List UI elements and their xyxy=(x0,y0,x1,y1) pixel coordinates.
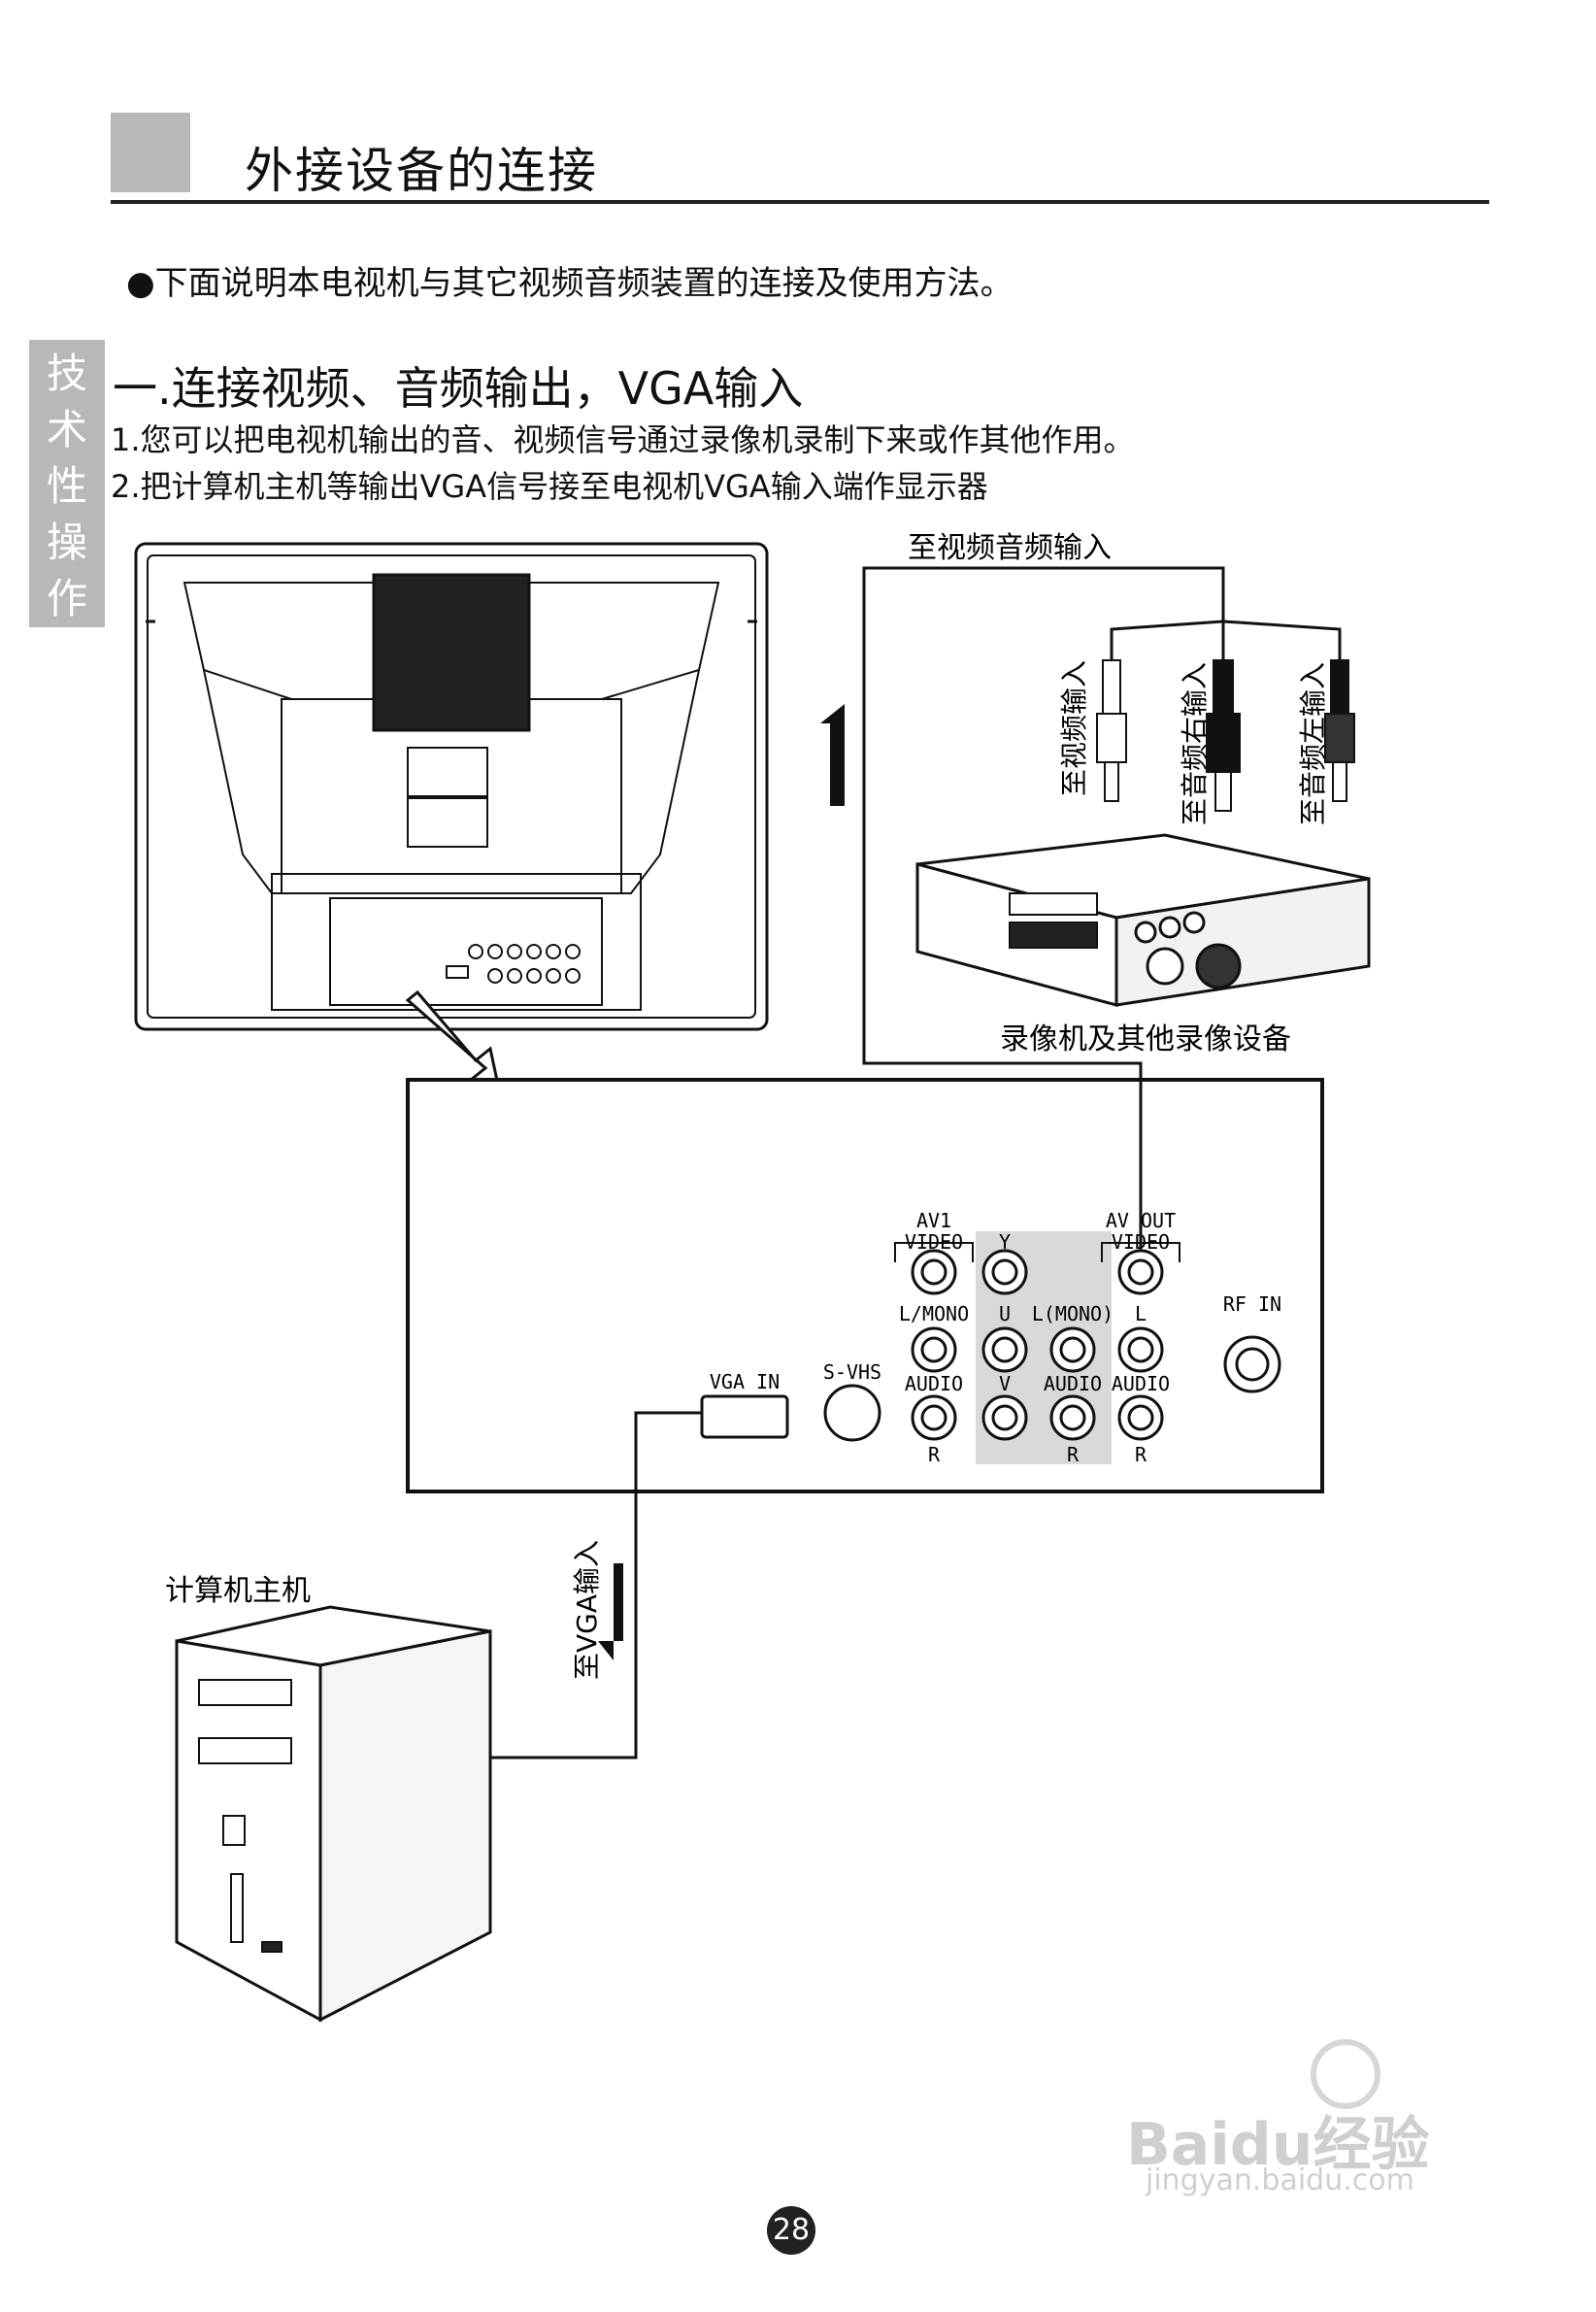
intro-text: ●下面说明本电视机与其它视频音频装置的连接及使用方法。 xyxy=(126,264,1014,303)
page-number: 28 xyxy=(767,2206,815,2255)
label-v: V xyxy=(999,1372,1011,1395)
label-audio: AUDIO xyxy=(905,1372,963,1395)
side-tab-char: 性 xyxy=(46,462,87,510)
side-tab-char: 作 xyxy=(46,575,87,622)
rca-plugs xyxy=(1096,659,1355,812)
side-tab-char: 术 xyxy=(46,406,87,453)
tv-rear-illustration xyxy=(134,542,769,1031)
jack-group xyxy=(823,1249,1281,1442)
label-rf-in: RF IN xyxy=(1223,1292,1281,1316)
label-l-mono: L/MONO xyxy=(899,1302,969,1325)
tv-vent-grille xyxy=(372,573,531,732)
side-tab: 技 术 性 操 作 xyxy=(29,340,105,627)
tv-mini-jacks xyxy=(446,944,581,984)
paw-icon xyxy=(1311,2039,1380,2109)
label-y: Y xyxy=(999,1230,1011,1254)
title-rule xyxy=(111,200,1489,204)
label-r: R xyxy=(1067,1443,1080,1466)
label-l: L xyxy=(1135,1302,1147,1325)
side-tab-char: 操 xyxy=(46,519,87,566)
label-audio: AUDIO xyxy=(1112,1372,1170,1395)
label-l-mono-paren: L(MONO) xyxy=(1032,1302,1114,1325)
computer-illustration xyxy=(175,1605,492,2023)
plug-label-video: 至视频输入 xyxy=(1058,660,1090,796)
label-r: R xyxy=(1135,1443,1147,1466)
av-output-wiring xyxy=(862,566,1342,1251)
to-vga-input-label: 至VGA输入 xyxy=(571,1540,603,1680)
vga-connector xyxy=(700,1394,789,1439)
side-tab-char: 技 xyxy=(46,350,87,397)
vga-cable xyxy=(490,1411,702,1759)
section-heading: 一.连接视频、音频输出，VGA输入 xyxy=(113,362,804,415)
step-marker-text: 1 xyxy=(0,0,1,1)
label-vga-in: VGA IN xyxy=(710,1370,780,1393)
vcr-illustration xyxy=(915,833,1371,1007)
label-audio: AUDIO xyxy=(1044,1372,1102,1395)
title-block xyxy=(111,113,190,192)
label-r: R xyxy=(928,1443,941,1466)
step-marker-arrow xyxy=(820,704,845,806)
av1-bracket xyxy=(894,1242,974,1262)
page-title: 外接设备的连接 xyxy=(245,143,598,199)
label-u: U xyxy=(999,1302,1011,1325)
vcr-label: 录像机及其他录像设备 xyxy=(1000,1022,1291,1056)
to-av-input-label: 至视频音频输入 xyxy=(908,531,1112,565)
label-s-vhs: S-VHS xyxy=(823,1360,881,1384)
plug-label-audio-right: 至音频右输入 xyxy=(1179,662,1211,825)
plug-label-audio-left: 至音频左输入 xyxy=(1297,662,1329,825)
baidu-watermark: Baidu经验 jingyan.baidu.com xyxy=(1107,2039,1514,2204)
vga-direction-arrow xyxy=(598,1563,623,1660)
watermark-url: jingyan.baidu.com xyxy=(1146,2163,1414,2197)
step-2: 2.把计算机主机等输出VGA信号接至电视机VGA输入端作显示器 xyxy=(111,468,988,505)
label-av1: AV1 xyxy=(916,1209,951,1232)
watermark-brand: Baidu经验 xyxy=(1126,2111,1430,2179)
label-av1-video: VIDEO xyxy=(905,1230,963,1254)
computer-label: 计算机主机 xyxy=(165,1574,311,1608)
step-1: 1.您可以把电视机输出的音、视频信号通过录像机录制下来或作其他作用。 xyxy=(111,421,1135,458)
